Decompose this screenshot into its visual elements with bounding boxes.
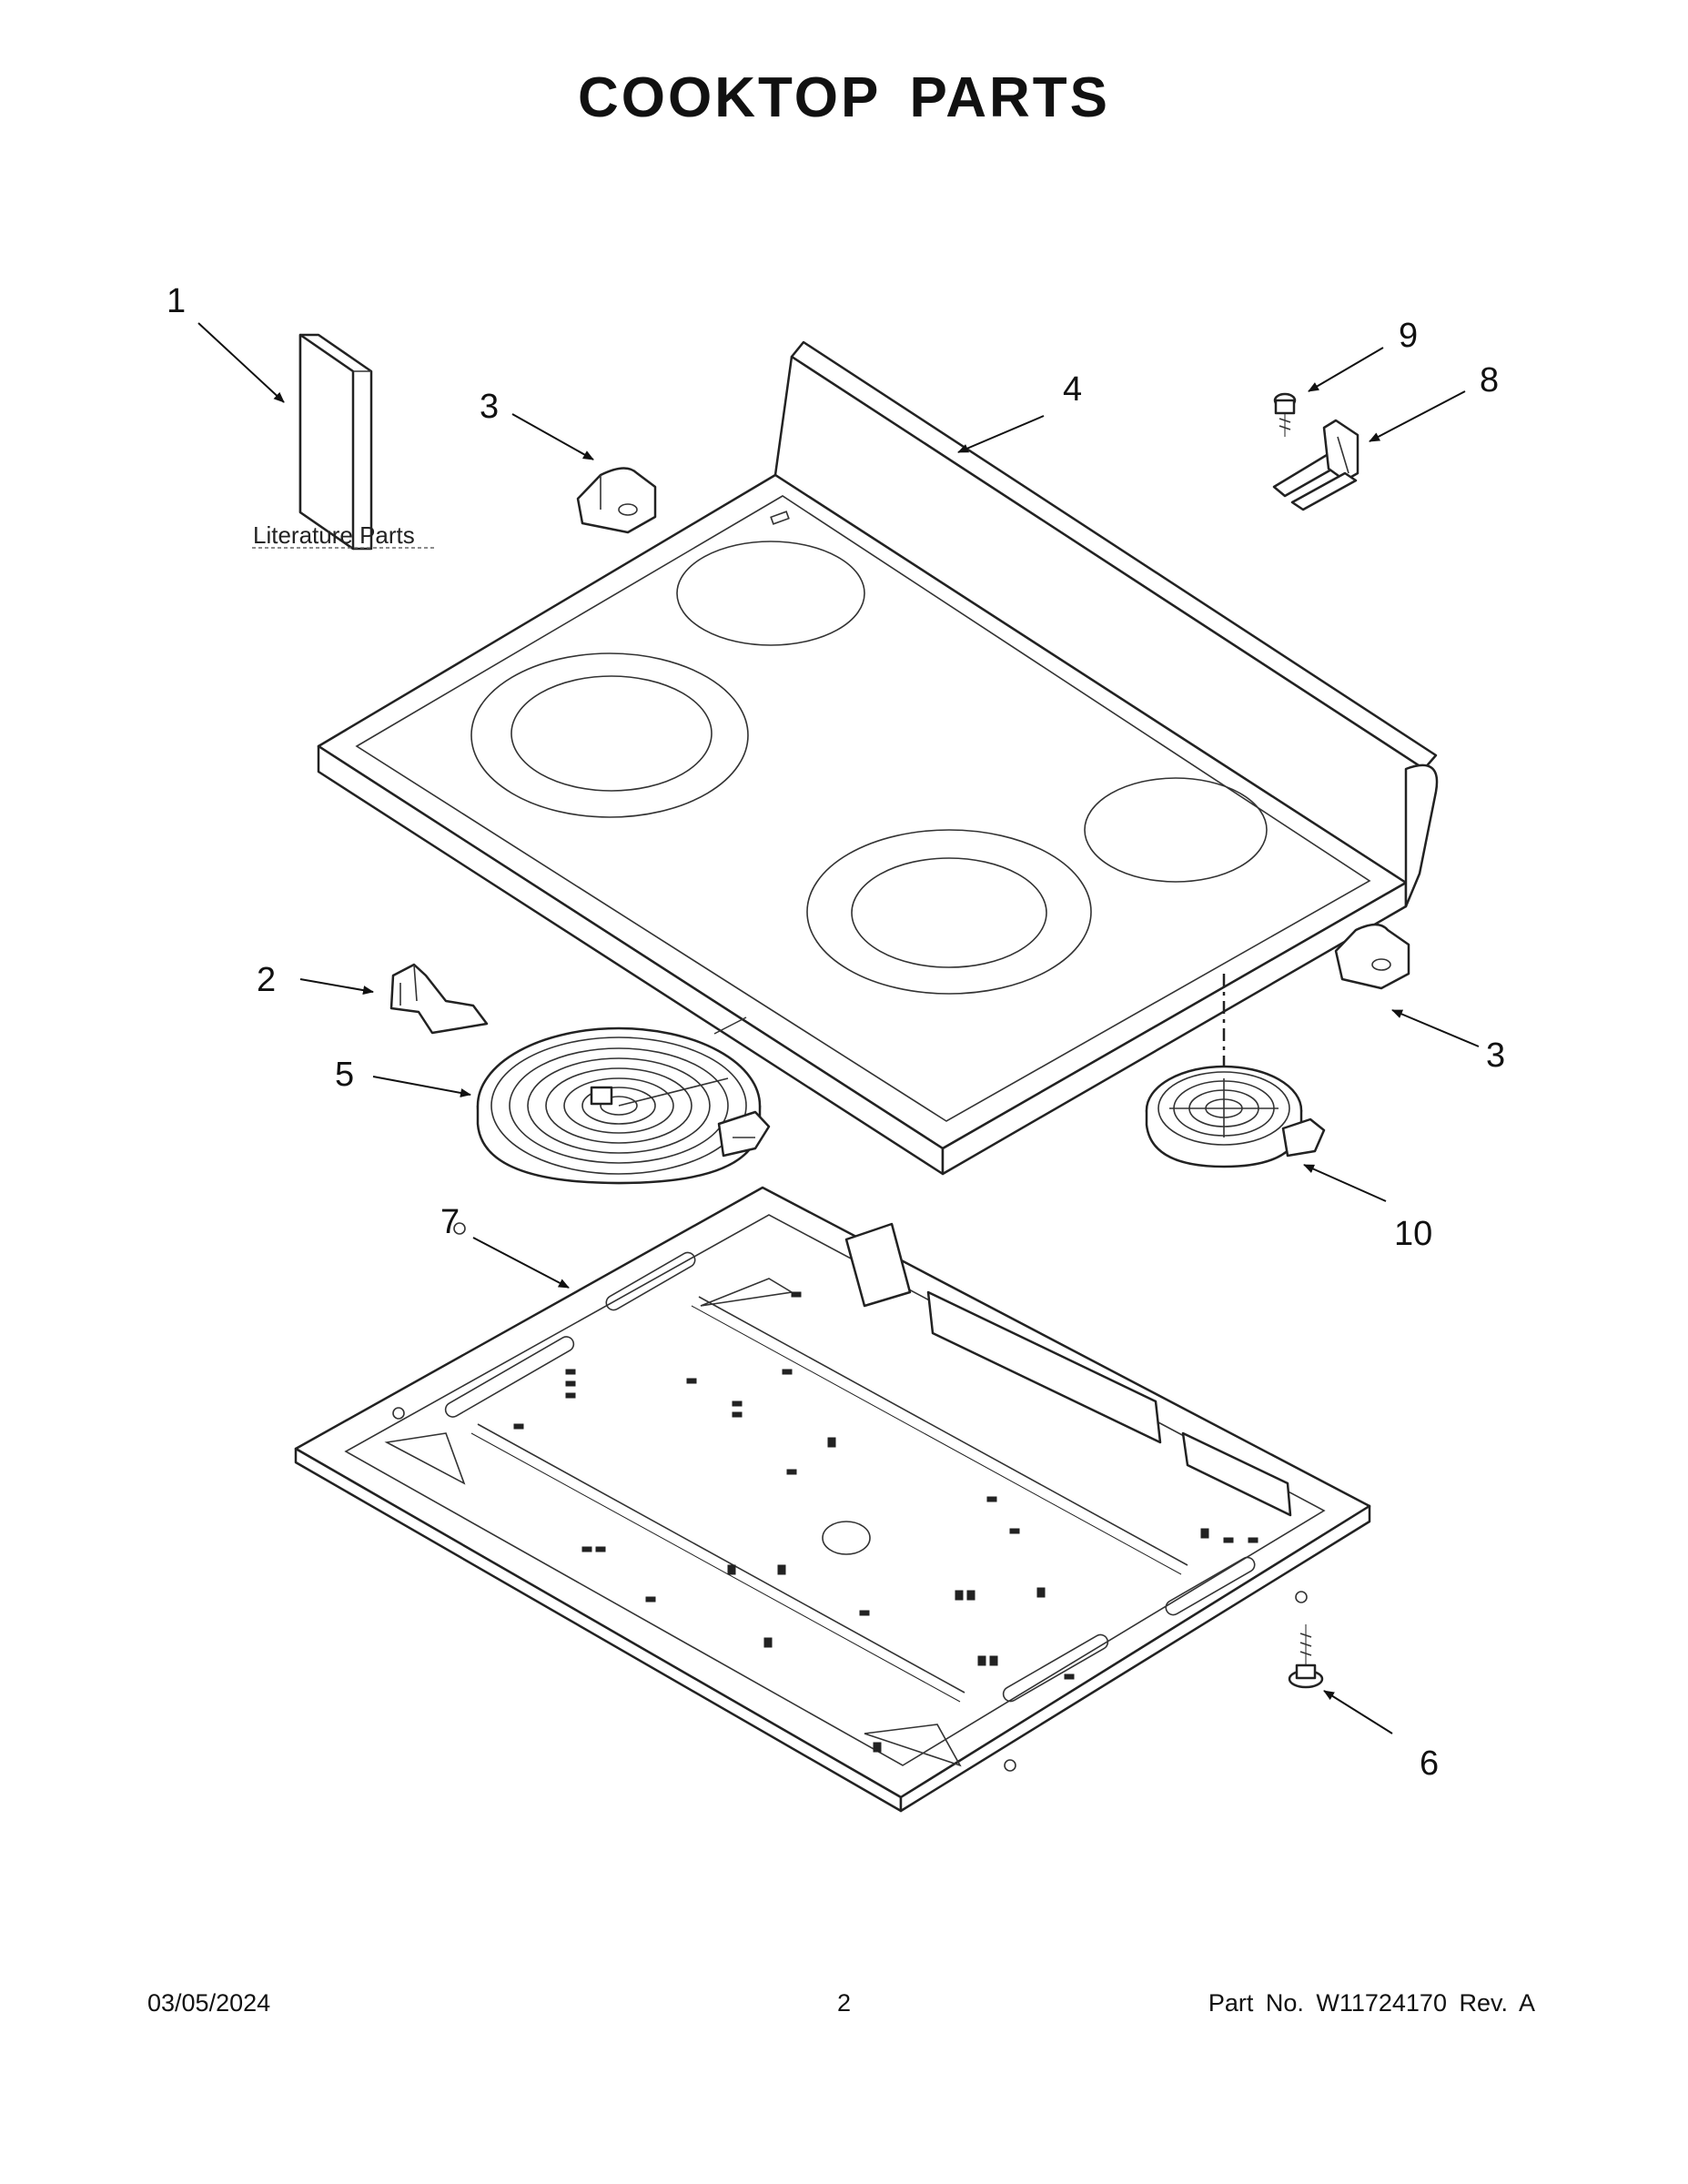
- rear-right-burner-zone: [1084, 777, 1268, 883]
- footer-part-number: Part No. W11724170 Rev. A: [1208, 1989, 1535, 2017]
- element-clip[interactable]: [389, 963, 489, 1035]
- rear-left-burner-zone: [676, 541, 865, 646]
- cooktop-bracket-upper[interactable]: [576, 467, 657, 534]
- callout-5: 5: [335, 1056, 354, 1094]
- literature-parts-label: Literature Parts: [253, 521, 415, 549]
- large-radiant-element[interactable]: [476, 1026, 771, 1185]
- callout-3-lower: 3: [1486, 1036, 1505, 1075]
- front-right-burner-zone: [806, 829, 1092, 995]
- main-cooktop[interactable]: [317, 340, 1439, 1176]
- literature-parts-booklet[interactable]: [298, 333, 373, 551]
- callout-8: 8: [1480, 361, 1499, 399]
- callout-2: 2: [257, 961, 276, 999]
- cooktop-support-panel[interactable]: [294, 1186, 1371, 1813]
- callout-4: 4: [1063, 370, 1082, 409]
- callout-3-upper: 3: [480, 388, 499, 426]
- footer-date: 03/05/2024: [147, 1989, 271, 2017]
- front-right-burner-inner: [851, 857, 1047, 968]
- callout-9: 9: [1399, 317, 1418, 355]
- small-radiant-element[interactable]: [1145, 974, 1326, 1168]
- callout-7: 7: [440, 1203, 460, 1241]
- footer-page-number: 2: [836, 1989, 852, 2017]
- screw-9[interactable]: [1273, 392, 1297, 437]
- front-left-burner-inner: [510, 675, 713, 792]
- callout-6: 6: [1420, 1744, 1439, 1783]
- front-left-burner-zone: [470, 652, 749, 818]
- element-5-leader: [713, 1016, 747, 1035]
- callout-arrows: [197, 322, 1480, 1734]
- callout-1: 1: [167, 282, 186, 320]
- screw-6[interactable]: [1288, 1624, 1324, 1689]
- panel-holes: [392, 1222, 1308, 1772]
- cooktop-bracket-lower[interactable]: [1334, 923, 1410, 990]
- callout-10: 10: [1394, 1215, 1432, 1253]
- page-title: COOKTOP PARTS: [578, 66, 1110, 129]
- hinge-bracket[interactable]: [1272, 419, 1359, 511]
